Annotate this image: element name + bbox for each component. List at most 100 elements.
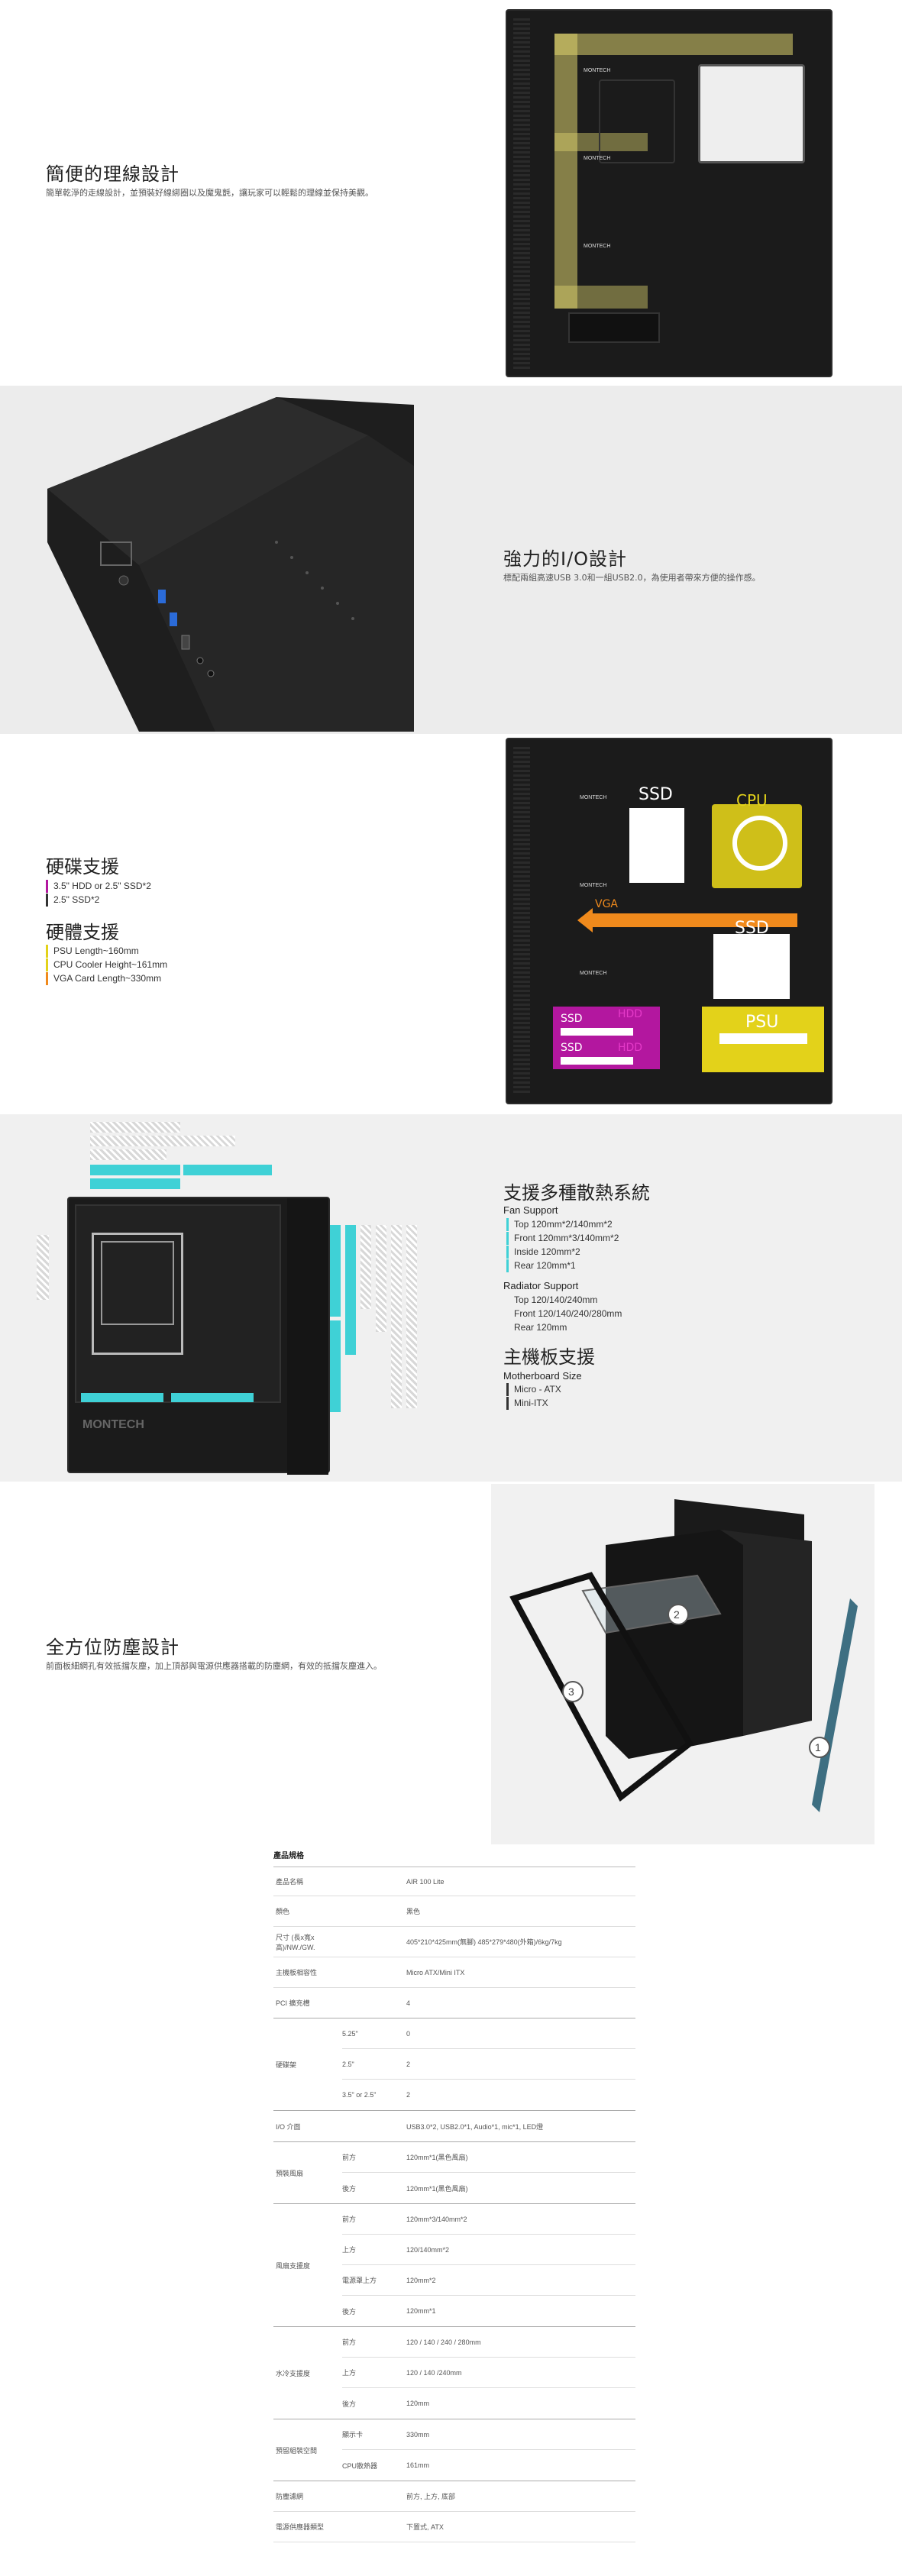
spec-label: 硬碟架: [276, 2060, 297, 2069]
fan-support-item: Front 120mm*3/140mm*2: [506, 1232, 619, 1245]
spec-label: 預裝風扇: [276, 2169, 304, 2177]
cpu-tag: CPU: [736, 791, 768, 810]
spec-value: Micro ATX/Mini ITX: [406, 1968, 465, 1976]
spec-value: 120mm*2: [406, 2276, 436, 2284]
fan-stripe-bar: [90, 1122, 180, 1133]
spec-sublabel: [342, 2111, 406, 2141]
section-title: 強力的I/O設計: [503, 548, 628, 570]
radiator-support-title: Radiator Support: [503, 1280, 579, 1291]
spec-value: USB3.0*2, USB2.0*1, Audio*1, mic*1, LED燈: [406, 2122, 544, 2131]
spec-sublabel: CPU散熱器: [342, 2461, 378, 2470]
spec-sublabel: 上方: [342, 2369, 357, 2377]
section-io: 強力的I/O設計 標配兩組高速USB 3.0和一組USB2.0，為使用者帶來方便…: [0, 386, 902, 734]
psu-tag: PSU: [745, 1013, 779, 1032]
vga-tag: VGA: [595, 898, 619, 910]
fan-support-item: Top 120mm*2/140mm*2: [506, 1218, 619, 1231]
rear-fan-grill: [513, 18, 530, 370]
hardware-item: CPU Cooler Height~161mm: [46, 958, 167, 971]
ssd-tag: SSD: [735, 919, 769, 938]
spec-value: 2: [406, 2060, 411, 2068]
spec-value: 2: [406, 2091, 411, 2099]
spec-label: 產品名稱: [276, 1878, 304, 1886]
cpu-fan-icon: [732, 816, 787, 871]
spec-title: 產品規格: [273, 1846, 635, 1867]
brand-label: MONTECH: [584, 244, 611, 249]
fan-inside-bar: [81, 1393, 163, 1402]
spec-sublabel: 後方: [342, 2400, 357, 2408]
spec-group: 硬碟架 5.25"0 2.5"2 3.5" or 2.5"2: [273, 2018, 635, 2111]
spec-value: 下置式, ATX: [406, 2523, 444, 2531]
hardware-item: VGA Card Length~330mm: [46, 972, 167, 985]
fan-front-bar: [330, 1320, 341, 1412]
spec-value: 120mm*1(黑色風扇): [406, 2184, 468, 2193]
spec-label: 風扇支援度: [276, 2261, 311, 2270]
marker-label: 1: [815, 1741, 821, 1753]
hardware-item: PSU Length~160mm: [46, 945, 167, 958]
spec-sublabel: 3.5" or 2.5": [342, 2091, 377, 2099]
spec-value: 120 / 140 /240mm: [406, 2368, 462, 2377]
spec-value: 120mm*3/140mm*2: [406, 2215, 467, 2223]
spec-value: 330mm: [406, 2430, 430, 2439]
fan-rear-stripe: [37, 1235, 49, 1300]
spec-label: I/O 介面: [276, 2122, 301, 2131]
spec-sublabel: 前方: [342, 2154, 357, 2161]
spec-sublabel: 前方: [342, 2216, 357, 2223]
fan-top-bar: [90, 1165, 180, 1175]
case-top-illustration: [47, 397, 414, 732]
cable-route-highlight: [554, 133, 648, 151]
spec-value: 120mm: [406, 2400, 430, 2407]
spec-sublabel: 前方: [342, 2338, 357, 2346]
spec-value: 4: [406, 1999, 411, 2007]
section-title: 支援多種散熱系統: [503, 1182, 650, 1204]
motherboard-size-item: Micro - ATX: [506, 1383, 561, 1396]
exploded-view-bg: 2 3 1: [491, 1484, 875, 1844]
radiator-support-item: Front 120/140/240/280mm: [506, 1307, 622, 1320]
fan-front-stripe: [360, 1225, 371, 1309]
case-top-view: [47, 389, 414, 732]
spec-label: PCI 擴充槽: [276, 1999, 310, 2007]
brand-label: MONTECH: [580, 883, 607, 888]
case-cooling-view: MONTECH: [67, 1197, 330, 1475]
spec-group: I/O 介面 USB3.0*2, USB2.0*1, Audio*1, mic*…: [273, 2111, 635, 2142]
spec-sublabel: 5.25": [342, 2029, 358, 2038]
fan-front-stripe: [391, 1225, 402, 1408]
motherboard-cutout: [599, 79, 675, 163]
spec-label: 顏色: [276, 1908, 290, 1915]
section-dust-filter: 全方位防塵設計 前面板細網孔有效抵擋灰塵，加上頂部與電源供應器搭載的防塵網，有效…: [0, 1482, 902, 1844]
motherboard-size-item: Mini-ITX: [506, 1397, 561, 1410]
spec-row: PCI 擴充槽 4: [273, 1988, 635, 2018]
spec-value: 0: [406, 2029, 411, 2038]
section-title: 簡便的理線設計: [46, 163, 179, 185]
radiator-support-item: Rear 120mm: [506, 1321, 622, 1334]
hdd-tag: HDD: [618, 1042, 643, 1054]
brand-label: MONTECH: [584, 156, 611, 161]
fan-stripe-bar: [90, 1136, 235, 1146]
fan-front-stripe: [406, 1225, 417, 1408]
interior-panel: [75, 1204, 281, 1403]
marker-label: 2: [674, 1608, 680, 1621]
fan-inside-bar: [171, 1393, 254, 1402]
spec-value: 120mm*1(黑色風扇): [406, 2154, 468, 2161]
spec-row: 尺寸 (長x寬x高)/NW./GW.405*210*425mm(無腳) 485*…: [273, 1927, 635, 1957]
ssd-slot: [713, 934, 790, 999]
fan-front-bar: [345, 1225, 356, 1355]
brand-label: MONTECH: [580, 795, 607, 800]
spec-value: 120/140mm*2: [406, 2245, 450, 2254]
section-description: 前面板細網孔有效抵擋灰塵，加上頂部與電源供應器搭載的防塵網，有效的抵擋灰塵進入。: [46, 1661, 382, 1671]
spec-sublabel: 後方: [342, 2307, 357, 2316]
brand-label: MONTECH: [82, 1418, 144, 1431]
psu-shroud: [568, 312, 660, 343]
spec-value: 前方, 上方, 底部: [406, 2493, 456, 2500]
case-back-view: MONTECH MONTECH MONTECH: [506, 9, 832, 377]
drive-window: [698, 64, 805, 163]
fan-top-bar: [183, 1165, 272, 1175]
motherboard-outline: [92, 1233, 183, 1355]
spec-row: 防塵濾網前方, 上方, 底部: [273, 2481, 635, 2512]
spec-label: 電源供應器類型: [276, 2523, 325, 2531]
spec-label: 水冷支援度: [276, 2369, 311, 2377]
brand-label: MONTECH: [584, 68, 611, 73]
spec-value: 161mm: [406, 2461, 430, 2469]
spec-sublabel: 顯示卡: [342, 2431, 364, 2439]
